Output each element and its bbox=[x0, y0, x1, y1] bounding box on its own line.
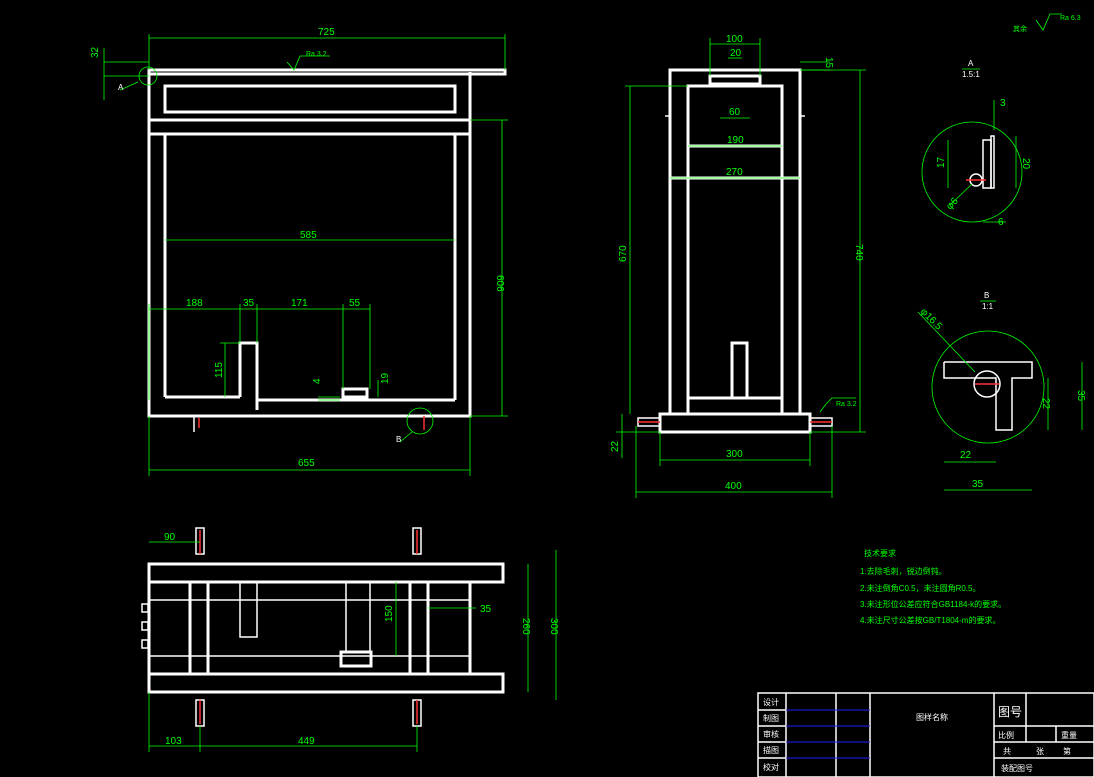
side-dim-740: 740 bbox=[853, 244, 864, 261]
side-dim-20: 20 bbox=[730, 48, 742, 59]
detail-b-label: B bbox=[984, 291, 989, 300]
side-dim-22: 22 bbox=[610, 440, 621, 452]
dim-725: 725 bbox=[318, 27, 335, 38]
drawing-name: 图样名称 bbox=[916, 712, 948, 722]
drawing-number-label: 图号 bbox=[998, 705, 1022, 719]
detail-a-dim-3: 3 bbox=[1000, 98, 1006, 109]
dim-655: 655 bbox=[298, 458, 315, 469]
dim-585: 585 bbox=[300, 230, 317, 241]
detail-b-scale: 1:1 bbox=[982, 302, 994, 311]
front-roughness: Ra 3.2 bbox=[306, 51, 327, 58]
technical-requirements: 技术要求 1.去除毛刺，锐边倒钝。 2.未注倒角C0.5，未注圆角R0.5。 3… bbox=[860, 548, 1006, 625]
side-view: 100 20 15 60 190 270 670 740 Ra 3.2 22 bbox=[610, 34, 866, 498]
dim-606: 606 bbox=[494, 275, 505, 292]
title-row-design: 设计 bbox=[763, 697, 779, 707]
title-row-draw: 制图 bbox=[763, 713, 779, 723]
side-dim-400: 400 bbox=[725, 481, 742, 492]
assembly-number-label: 装配图号 bbox=[1001, 763, 1033, 773]
front-view: A B 725 32 Ra 3.2 606 585 188 35 171 55 bbox=[90, 27, 508, 476]
top-dim-150: 150 bbox=[384, 605, 395, 622]
tech-req-item: 3.未注形位公差应符合GB1184-k的要求。 bbox=[860, 599, 1006, 609]
sheet-label: 张 bbox=[1036, 747, 1044, 756]
dim-171: 171 bbox=[291, 298, 308, 309]
top-dim-260: 260 bbox=[520, 618, 531, 635]
dim-188: 188 bbox=[186, 298, 203, 309]
title-block: 设计 制图 审核 描图 校对 图样名称 图号 比例 重量 共 张 第 装配图号 bbox=[757, 692, 1094, 777]
detail-a-dim-17: 17 bbox=[936, 156, 947, 168]
title-row-review: 审核 bbox=[763, 729, 779, 739]
detail-b-dim-22b: 22 bbox=[960, 450, 972, 461]
side-dim-100: 100 bbox=[726, 34, 743, 45]
front-label-a: A bbox=[118, 83, 124, 92]
side-dim-300: 300 bbox=[726, 449, 743, 460]
global-roughness: 其余 Ra 6.3 bbox=[1013, 13, 1081, 33]
total-label: 共 bbox=[1003, 747, 1011, 756]
top-dim-35: 35 bbox=[480, 604, 492, 615]
title-row-check: 校对 bbox=[763, 762, 779, 772]
tech-req-item: 1.去除毛刺，锐边倒钝。 bbox=[860, 566, 947, 576]
side-dim-270: 270 bbox=[726, 167, 743, 178]
tech-req-title: 技术要求 bbox=[864, 548, 896, 558]
detail-a: A 1.5:1 3 17 20 6 φ6 bbox=[921, 59, 1031, 228]
side-roughness: Ra 3.2 bbox=[836, 401, 857, 408]
roughness-prefix: 其余 bbox=[1013, 24, 1027, 33]
dim-115: 115 bbox=[214, 362, 225, 378]
roughness-global-value: Ra 6.3 bbox=[1060, 15, 1081, 22]
detail-a-phi6: φ6 bbox=[944, 196, 961, 213]
tech-req-item: 4.未注尺寸公差按GB/T1804-m的要求。 bbox=[860, 615, 1000, 625]
side-dim-670: 670 bbox=[618, 245, 629, 262]
dim-4: 4 bbox=[312, 378, 323, 384]
dim-55: 55 bbox=[349, 298, 361, 309]
title-row-trace: 描图 bbox=[763, 745, 779, 755]
top-dim-90: 90 bbox=[164, 532, 176, 543]
scale-label: 比例 bbox=[998, 730, 1014, 740]
detail-b-dim-35b: 35 bbox=[972, 479, 984, 490]
dim-35: 35 bbox=[243, 298, 255, 309]
side-dim-15: 15 bbox=[823, 57, 834, 69]
top-view: 90 150 35 260 300 103 449 bbox=[141, 527, 559, 752]
front-label-b: B bbox=[396, 435, 401, 444]
detail-a-dim-6: 6 bbox=[998, 217, 1004, 228]
detail-a-scale: 1.5:1 bbox=[962, 70, 980, 79]
dim-19: 19 bbox=[380, 372, 391, 384]
weight-label: 重量 bbox=[1061, 730, 1077, 740]
top-dim-300: 300 bbox=[548, 618, 559, 635]
detail-b-phi16: φ16.5 bbox=[918, 306, 944, 332]
detail-a-label: A bbox=[968, 59, 974, 68]
side-dim-60: 60 bbox=[729, 107, 741, 118]
page-label: 第 bbox=[1063, 746, 1071, 756]
detail-b: B 1:1 φ16.5 22 35 22 35 bbox=[917, 291, 1086, 491]
detail-b-dim-22a: 22 bbox=[1040, 398, 1051, 410]
side-dim-190: 190 bbox=[727, 135, 744, 146]
tech-req-item: 2.未注倒角C0.5，未注圆角R0.5。 bbox=[860, 583, 980, 593]
top-dim-103: 103 bbox=[165, 736, 182, 747]
detail-b-dim-35a: 35 bbox=[1075, 390, 1086, 402]
dim-32: 32 bbox=[90, 46, 101, 58]
detail-a-dim-20: 20 bbox=[1020, 158, 1031, 170]
top-dim-449: 449 bbox=[298, 736, 315, 747]
